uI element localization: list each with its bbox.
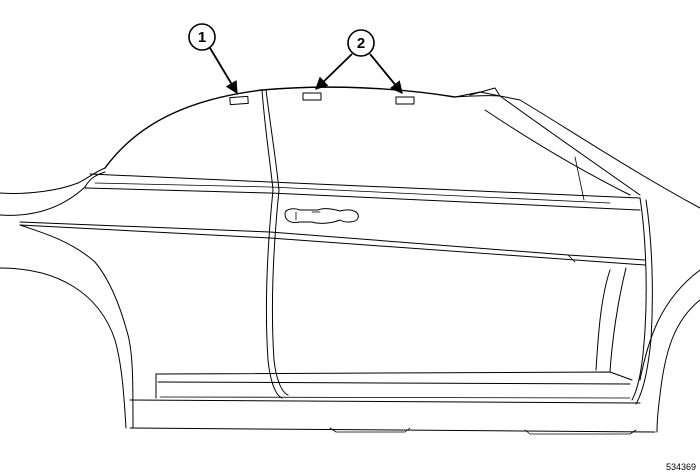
callout-2-label: 2 <box>357 35 365 52</box>
front-wheel-arch <box>595 267 700 433</box>
figure-number: 534369 <box>665 462 696 472</box>
callout-2-leader-a <box>315 53 353 90</box>
belt-line <box>84 173 641 211</box>
roof-label-2b <box>395 96 415 105</box>
callout-1-circle <box>188 23 216 51</box>
callout-2-circle <box>347 29 375 57</box>
rear-wheel-arch <box>0 224 134 429</box>
door-rear-edge <box>631 197 653 405</box>
b-pillar <box>261 89 289 399</box>
callout-1-leader <box>209 47 238 95</box>
callout-2-leader-b <box>369 53 403 94</box>
a-pillar <box>454 87 700 209</box>
roof-label-2a <box>302 92 322 101</box>
roof-label-1 <box>229 95 249 106</box>
rear-quarter-outline <box>0 167 106 216</box>
callout-1: 1 <box>188 23 238 95</box>
door-panel-lines <box>19 221 646 266</box>
door-handle <box>284 208 359 224</box>
callout-1-label: 1 <box>198 29 206 46</box>
callout-2: 2 <box>315 29 403 94</box>
rocker-panel <box>129 371 656 435</box>
